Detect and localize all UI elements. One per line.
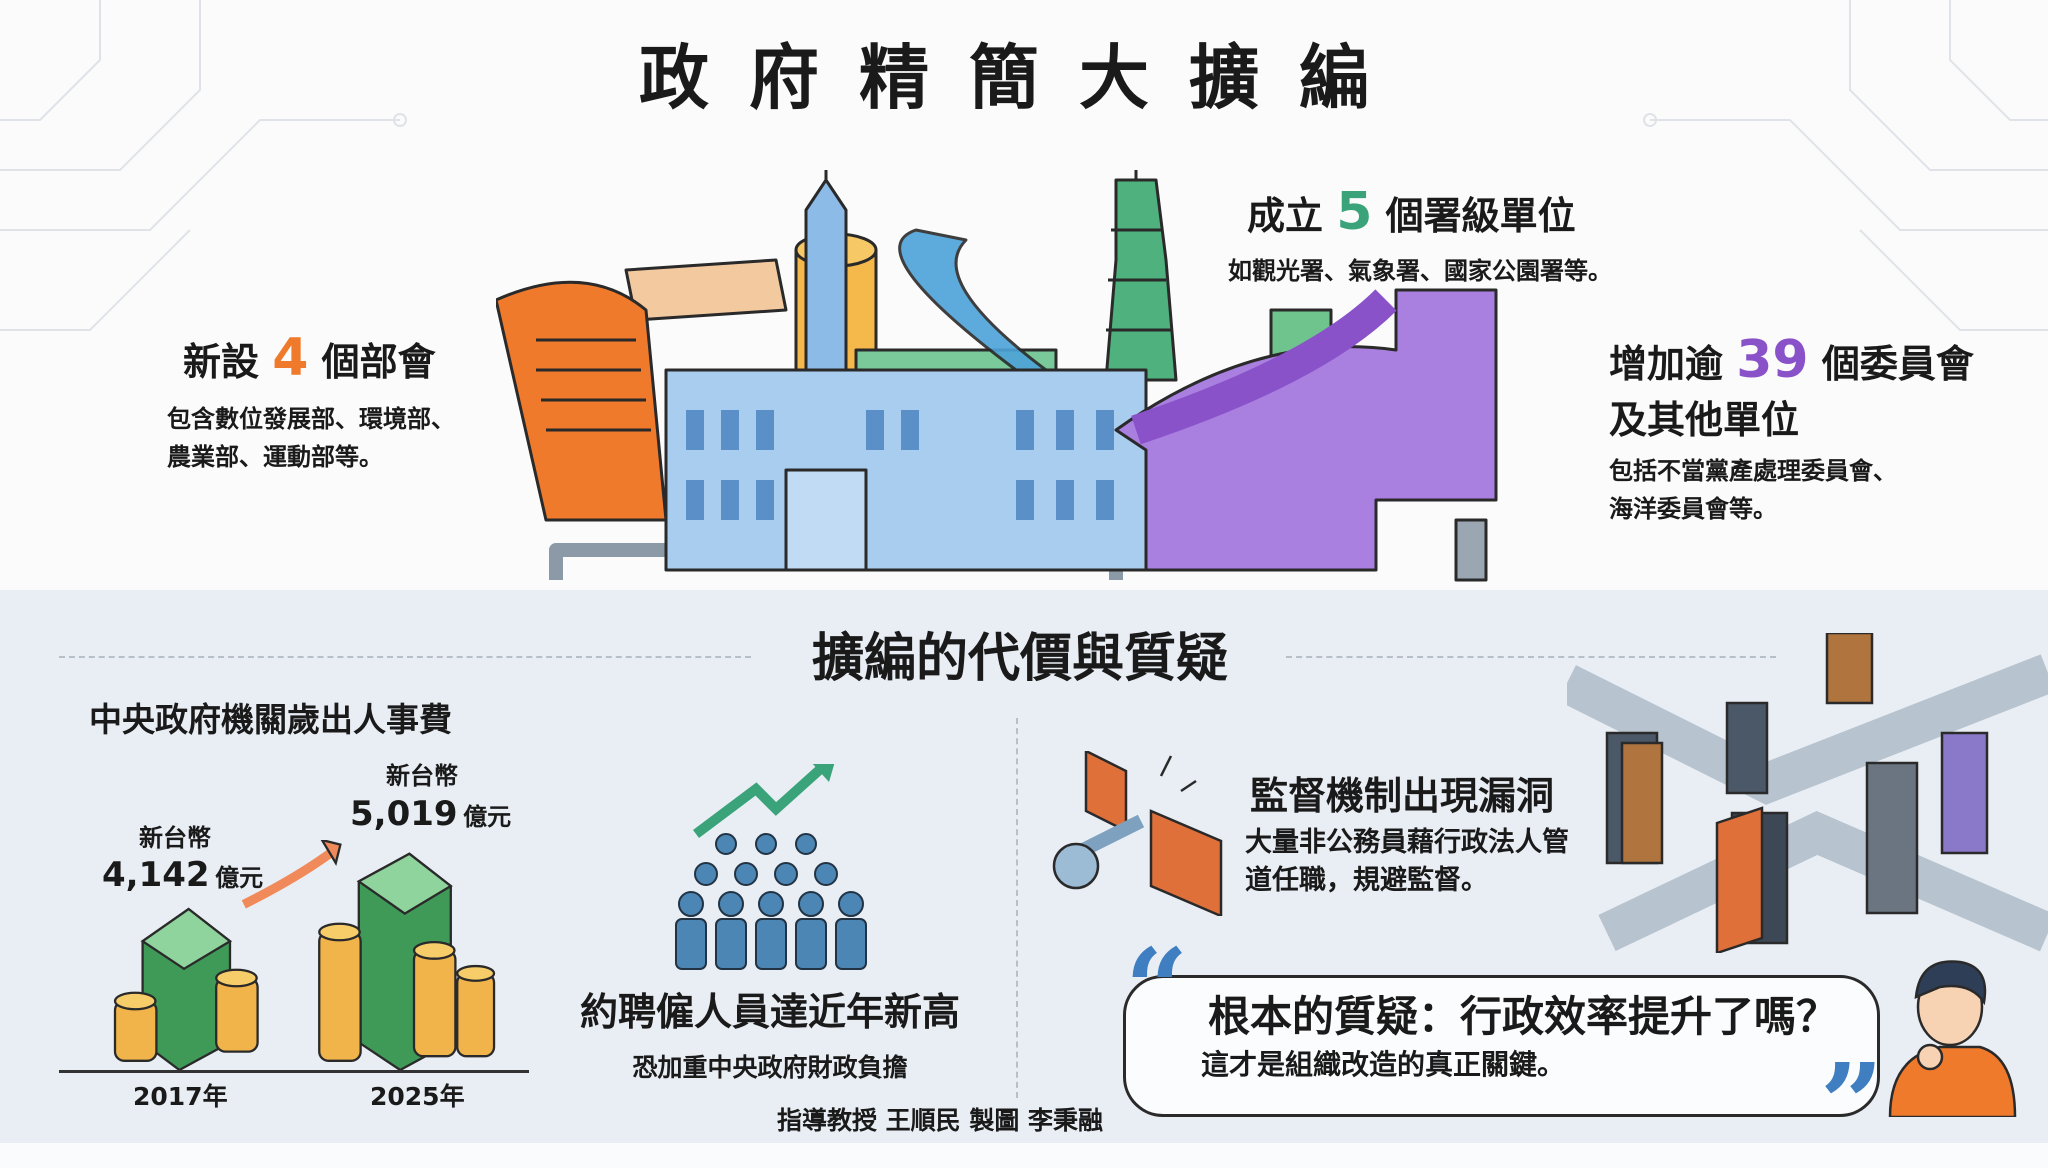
committees-description: 包括不當黨產處理委員會、 海洋委員會等。 bbox=[1609, 452, 1897, 528]
ministries-desc-line1: 包含數位發展部、環境部、 bbox=[167, 405, 455, 433]
budget-2017-currency: 新台幣 bbox=[139, 824, 211, 852]
committees-desc-line1: 包括不當黨產處理委員會、 bbox=[1609, 457, 1897, 485]
section-divider-right bbox=[1286, 656, 1776, 658]
agencies-suffix: 個署級單位 bbox=[1385, 194, 1576, 238]
section-divider-left bbox=[59, 656, 751, 658]
budget-title: 中央政府機關歲出人事費 bbox=[89, 700, 452, 739]
quote-description: 這才是組織改造的真正關鍵。 bbox=[1201, 1048, 1566, 1081]
agencies-description: 如觀光署、氣象署、國家公園署等。 bbox=[1228, 257, 1612, 285]
ministries-heading: 新設 4 個部會 bbox=[183, 330, 436, 390]
budget-baseline bbox=[59, 1070, 529, 1073]
budget-2025-year: 2025年 bbox=[370, 1082, 465, 1111]
oversight-description: 大量非公務員藉行政法人管 道任職，規避監督。 bbox=[1245, 824, 1569, 900]
thinking-person-icon bbox=[1888, 960, 2017, 1117]
ministries-description: 包含數位發展部、環境部、 農業部、運動部等。 bbox=[167, 400, 455, 476]
credit-line: 指導教授 王順民 製圖 李秉融 bbox=[776, 1106, 1104, 1135]
committees-heading: 增加逾 39 個委員會 bbox=[1609, 332, 1974, 392]
committees-suffix: 個委員會 bbox=[1821, 342, 1974, 386]
committees-desc-line2: 海洋委員會等。 bbox=[1609, 495, 1777, 523]
budget-2025-currency: 新台幣 bbox=[386, 762, 458, 790]
page-title: 政府精簡大擴編 bbox=[639, 37, 1409, 119]
agencies-number: 5 bbox=[1336, 182, 1373, 242]
contract-staff-description: 恐加重中央政府財政負擔 bbox=[632, 1053, 908, 1082]
ministries-number: 4 bbox=[272, 328, 309, 388]
circuit-background-decoration bbox=[0, 0, 2048, 331]
amount-unit: 億元 bbox=[215, 864, 264, 892]
column-divider bbox=[1016, 718, 1018, 1098]
quote-bubble bbox=[1123, 975, 1880, 1117]
contract-staff-title: 約聘僱人員達近年新高 bbox=[579, 990, 960, 1034]
budget-2017-amount: 4,142 億元 bbox=[102, 855, 263, 896]
close-quote-icon: ” bbox=[1820, 1039, 1884, 1168]
oversight-desc-line1: 大量非公務員藉行政法人管 bbox=[1245, 827, 1569, 858]
agencies-prefix: 成立 bbox=[1247, 194, 1324, 238]
maze-doors-illustration bbox=[1567, 633, 2048, 953]
oversight-title: 監督機制出現漏洞 bbox=[1250, 774, 1555, 818]
budget-2017-year: 2017年 bbox=[133, 1082, 228, 1111]
amount-value: 4,142 bbox=[102, 855, 210, 895]
broken-wall-key-icon bbox=[1052, 751, 1223, 916]
committees-number: 39 bbox=[1736, 330, 1809, 390]
people-growth-icon bbox=[675, 764, 867, 970]
budget-2025-amount: 5,019 億元 bbox=[350, 794, 511, 835]
ministries-suffix: 個部會 bbox=[321, 340, 436, 384]
money-stacks-illustration bbox=[113, 840, 496, 1070]
section-heading: 擴編的代價與質疑 bbox=[811, 629, 1228, 689]
committees-prefix: 增加逾 bbox=[1609, 342, 1724, 386]
agencies-heading: 成立 5 個署級單位 bbox=[1247, 184, 1576, 244]
government-buildings-illustration bbox=[496, 170, 1498, 582]
oversight-desc-line2: 道任職，規避監督。 bbox=[1245, 865, 1488, 896]
ministries-prefix: 新設 bbox=[183, 340, 260, 384]
ministries-desc-line2: 農業部、運動部等。 bbox=[167, 443, 383, 471]
quote-title: 根本的質疑：行政效率提升了嗎？ bbox=[1208, 992, 1839, 1041]
open-quote-icon: “ bbox=[1125, 924, 1189, 1053]
amount-value: 5,019 bbox=[350, 794, 458, 834]
committees-heading-line2: 及其他單位 bbox=[1609, 398, 1800, 442]
amount-unit: 億元 bbox=[463, 803, 512, 831]
